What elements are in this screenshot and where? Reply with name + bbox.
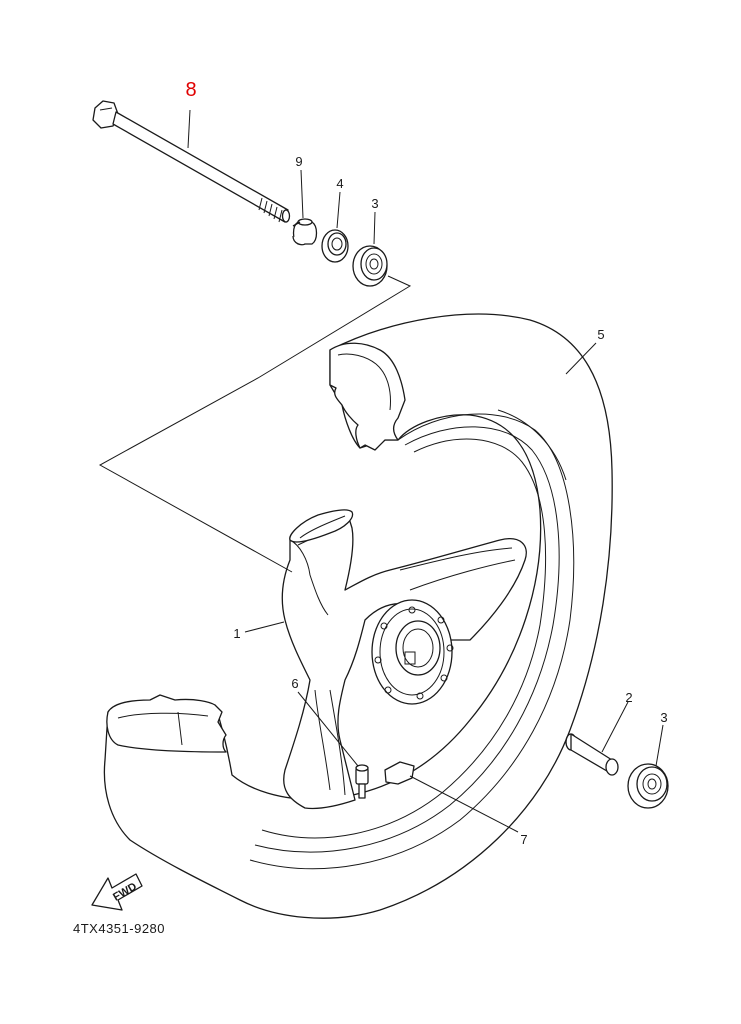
wheel-spokes: [281, 509, 527, 810]
callout-5: 5: [597, 327, 604, 342]
callout-1: 1: [233, 626, 240, 641]
leader-lines: [187, 109, 664, 833]
callout-2: 2: [625, 690, 632, 705]
oil-seal: [321, 229, 349, 263]
valve-stem: [355, 764, 369, 799]
wheel-spacer: [565, 733, 619, 776]
assembly-guide-lines: [98, 275, 412, 573]
tire: [103, 313, 613, 919]
callout-6: 6: [291, 676, 298, 691]
fwd-arrow: FWD: [91, 873, 143, 911]
bearing-lower: [627, 763, 669, 809]
callout-9: 9: [295, 154, 302, 169]
diagram-code: 4TX4351-9280: [73, 921, 165, 936]
callout-7: 7: [520, 832, 527, 847]
callout-8: 8: [185, 79, 196, 101]
callout-3-upper: 3: [371, 196, 378, 211]
wheel-hub: [371, 599, 454, 705]
fwd-label: FWD: [111, 881, 139, 904]
bearing-upper: [352, 245, 388, 287]
axle-collar: [292, 218, 318, 246]
callout-4: 4: [336, 176, 343, 191]
balance-weight: [384, 761, 415, 785]
callout-3-lower: 3: [660, 710, 667, 725]
front-axle: [92, 100, 291, 223]
